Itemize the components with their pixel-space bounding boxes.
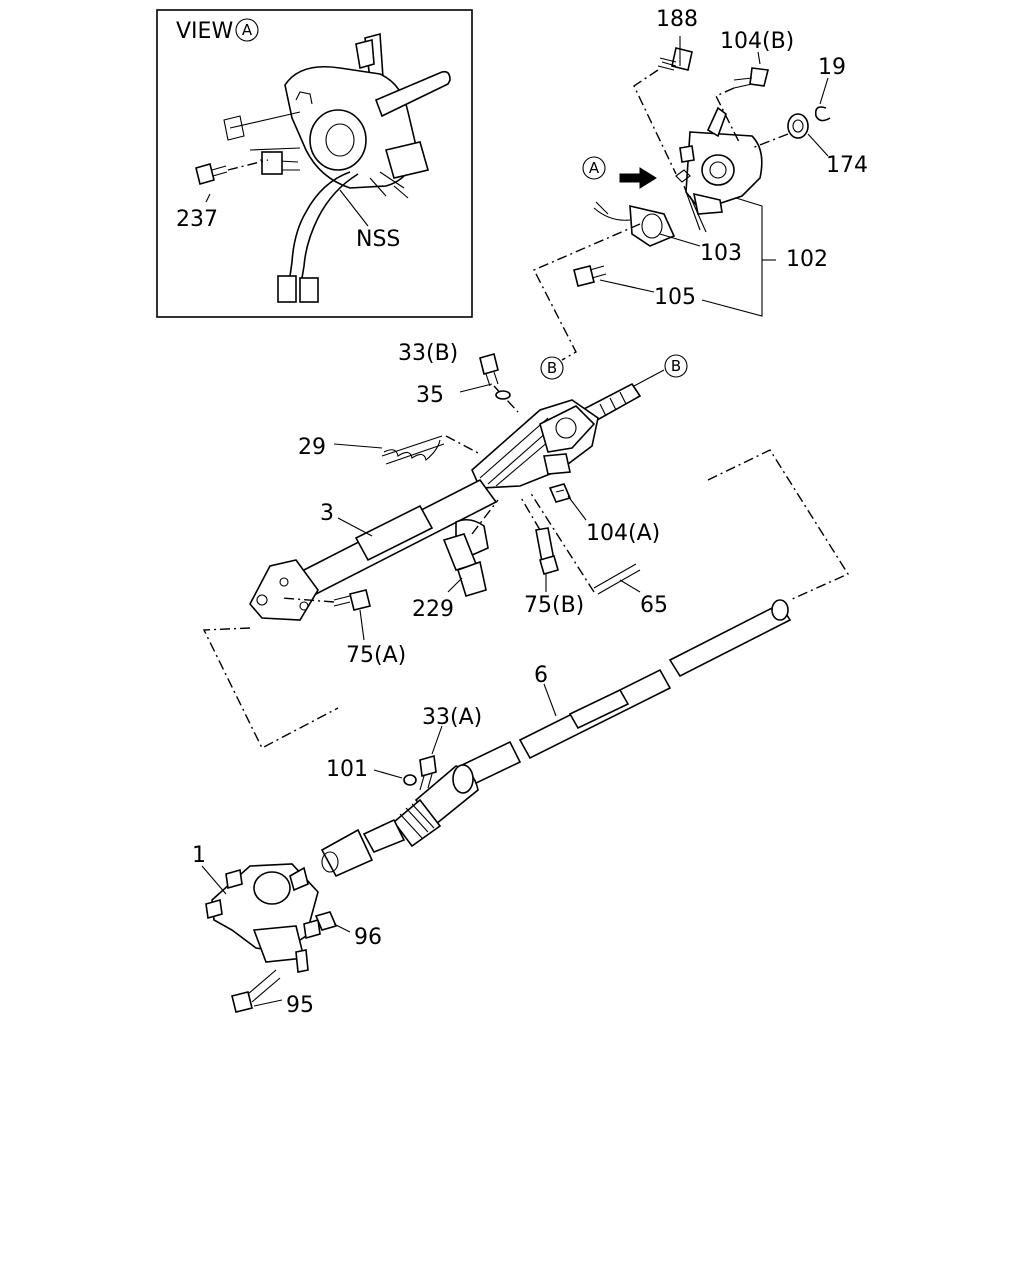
bolt-33b — [479, 353, 519, 413]
leader-105 — [599, 279, 655, 293]
leader-104a — [567, 495, 587, 521]
leader-237 — [205, 193, 211, 203]
connection-line-lower-left — [202, 627, 339, 749]
steering-column-3 — [249, 382, 642, 621]
spring-29-coil — [381, 435, 445, 465]
leader-174 — [807, 133, 829, 157]
spring-65 — [593, 563, 641, 595]
label-35: 35 — [416, 383, 444, 408]
bolt-237 — [195, 159, 269, 185]
label-29: 29 — [298, 435, 326, 460]
leader-75a — [359, 609, 365, 641]
leader-3 — [337, 517, 373, 537]
leader-101 — [373, 769, 403, 779]
label-75a: 75(A) — [346, 643, 406, 668]
ignition-switch-assembly — [223, 32, 451, 199]
label-33a: 33(A) — [422, 705, 482, 730]
leader-103 — [659, 233, 701, 247]
washer-35 — [495, 390, 511, 400]
label-19: 19 — [818, 55, 846, 80]
leader-1 — [201, 865, 227, 895]
intermediate-shaft-6 — [320, 599, 792, 878]
leader-6 — [543, 683, 557, 717]
leader-33a — [431, 725, 443, 755]
nut-96 — [314, 911, 338, 931]
inset-ref-circle — [235, 18, 259, 42]
leader-ref-b2 — [633, 369, 665, 387]
label-6: 6 — [534, 663, 548, 688]
label-nss: NSS — [356, 227, 400, 252]
view-a-arrow — [619, 167, 657, 189]
spring-29-line — [445, 435, 481, 455]
bracket-102 — [701, 197, 763, 317]
bolt-95 — [231, 969, 281, 1013]
view-a-inset: VIEW A — [156, 9, 473, 318]
clamp-229 — [442, 499, 499, 597]
screw-188 — [633, 47, 693, 175]
view-a-ref-letter: A — [589, 159, 600, 177]
inset-ref-letter: A — [242, 21, 253, 39]
label-95: 95 — [286, 993, 314, 1018]
label-75b: 75(B) — [524, 593, 584, 618]
label-105: 105 — [654, 285, 696, 310]
ref-b-circle-2 — [664, 354, 688, 378]
leader-65 — [619, 579, 641, 593]
label-229: 229 — [412, 597, 454, 622]
steering-gearbox-1 — [205, 863, 321, 973]
leader-29 — [333, 443, 383, 449]
label-188: 188 — [656, 7, 698, 32]
snap-ring-19 — [814, 106, 831, 122]
view-a-ref-circle — [582, 156, 606, 180]
ref-b-letter-1: B — [547, 359, 557, 377]
leader-96 — [333, 923, 351, 933]
nut-104a — [548, 483, 572, 503]
label-237: 237 — [176, 207, 218, 232]
inset-title: VIEW — [176, 19, 233, 44]
leader-95 — [253, 999, 283, 1007]
bolt-75a — [281, 589, 371, 611]
connector-left — [277, 275, 297, 303]
leader-35 — [459, 383, 493, 393]
bolt-33a — [419, 754, 437, 791]
label-103: 103 — [700, 241, 742, 266]
washer-101 — [403, 774, 417, 786]
bolt-75b — [519, 495, 559, 575]
label-174: 174 — [826, 153, 868, 178]
label-1: 1 — [192, 843, 206, 868]
label-3: 3 — [320, 501, 334, 526]
label-96: 96 — [354, 925, 382, 950]
leader-229 — [447, 577, 463, 593]
ring-174 — [751, 113, 809, 149]
ref-b-circle-1 — [540, 356, 564, 380]
screw-104b — [715, 67, 769, 145]
connection-line-right — [707, 449, 850, 601]
leader-19 — [819, 77, 829, 105]
connection-line-b — [533, 223, 641, 361]
label-104a: 104(A) — [586, 521, 660, 546]
column-housing-102 — [593, 106, 763, 247]
label-65: 65 — [640, 593, 668, 618]
spring-29 — [383, 439, 441, 462]
label-101: 101 — [326, 757, 368, 782]
label-33b: 33(B) — [398, 341, 458, 366]
leader-nss — [339, 189, 369, 227]
leader-104b — [757, 51, 761, 65]
nss-harness — [277, 171, 359, 303]
connector-right — [299, 277, 319, 303]
screw-105 — [573, 265, 607, 287]
ref-b-letter-2: B — [671, 357, 681, 375]
label-102: 102 — [786, 247, 828, 272]
inset-frame — [156, 9, 473, 318]
label-104b: 104(B) — [720, 29, 794, 54]
